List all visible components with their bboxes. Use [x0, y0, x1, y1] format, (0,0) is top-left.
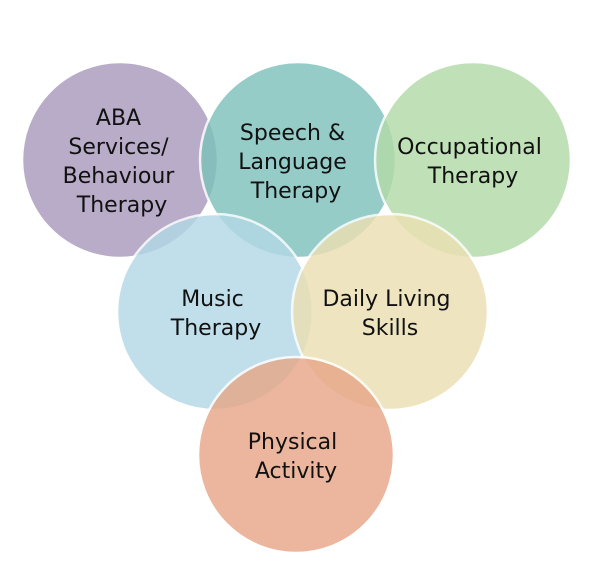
circle-physical-activity — [196, 355, 396, 555]
label-physical-activity: Physical Activity — [248, 430, 345, 484]
circle-daily-living — [290, 212, 490, 412]
label-occupational: Occupational Therapy — [397, 135, 549, 189]
label-aba: ABA Services/ Behaviour Therapy — [63, 106, 182, 218]
label-daily-living: Daily Living Skills — [322, 287, 457, 341]
label-music: Music Therapy — [170, 287, 261, 341]
label-speech-language: Speech & Language Therapy — [238, 121, 354, 204]
